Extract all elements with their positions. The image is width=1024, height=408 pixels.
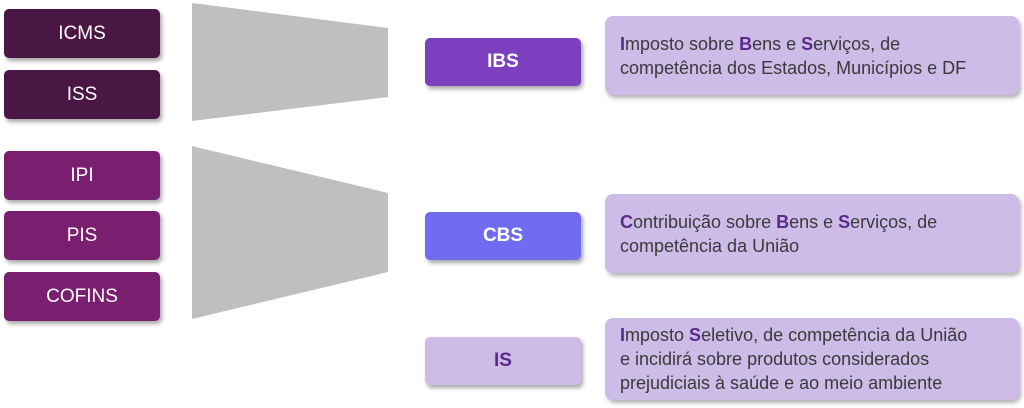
new-tax-cbs: CBS (425, 212, 581, 260)
funnel-bottom (192, 146, 388, 319)
desc-is: Imposto Seletivo, de competência da Uniã… (605, 318, 1019, 400)
desc-is-line3: prejudiciais à saúde e ao meio ambiente (620, 373, 943, 393)
desc-ibs-line1: Imposto sobre Bens e Serviços, de (620, 33, 901, 54)
desc-ibs-line2: competência dos Estados, Municípios e DF (620, 57, 967, 78)
desc-cbs: Contribuição sobre Bens e Serviços, de c… (605, 194, 1019, 273)
desc-cbs-line2: competência da União (620, 235, 800, 256)
old-tax-cofins: COFINS (4, 272, 160, 321)
desc-is-line2: e incidirá sobre produtos considerados (620, 349, 930, 369)
funnel-top (192, 3, 388, 121)
desc-ibs: Imposto sobre Bens e Serviços, de compet… (605, 16, 1019, 95)
desc-is-line1: Imposto Seletivo, de competência da Uniã… (620, 325, 968, 345)
old-tax-icms: ICMS (4, 9, 160, 58)
desc-cbs-line1: Contribuição sobre Bens e Serviços, de (620, 211, 938, 232)
old-tax-ipi: IPI (4, 151, 160, 200)
old-tax-iss: ISS (4, 70, 160, 119)
new-tax-is: IS (425, 337, 581, 385)
new-tax-ibs: IBS (425, 38, 581, 86)
old-tax-pis: PIS (4, 211, 160, 260)
